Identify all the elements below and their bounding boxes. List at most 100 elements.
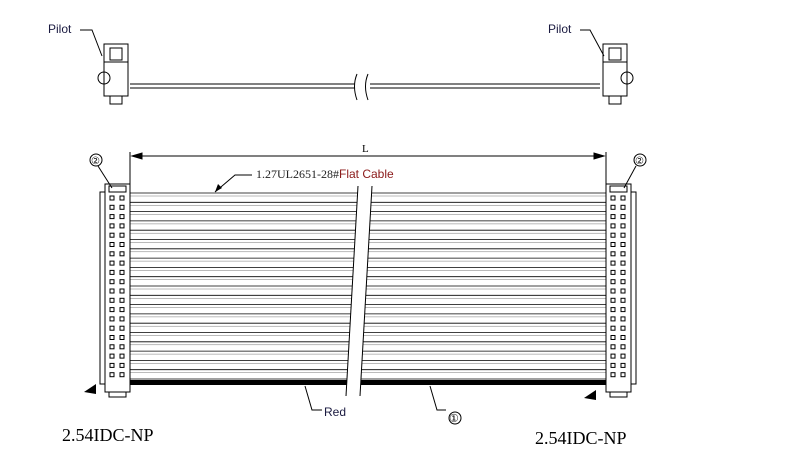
pin [620,260,626,266]
pin [610,269,616,275]
idc-connector-right [605,183,637,398]
pin [119,232,125,238]
pin [119,297,125,303]
pin [119,214,125,220]
pin [109,279,115,285]
pin [119,353,125,359]
pin [109,260,115,266]
pin [119,223,125,229]
pin [109,297,115,303]
pin [109,307,115,313]
pin [610,195,616,201]
pin [620,214,626,220]
cable-name: Flat Cable [339,167,394,181]
pin [610,335,616,340]
pin [610,223,616,229]
pin [620,344,626,350]
break-gap [346,186,372,396]
pin [119,344,125,350]
pin [620,251,626,257]
pin [620,362,626,368]
pin [610,362,616,368]
pin [109,335,115,340]
pin [610,316,616,322]
pin [109,316,115,322]
pin [610,372,616,378]
pin [620,307,626,313]
pin [610,232,616,238]
pin [620,353,626,359]
pin [610,242,616,247]
red-wire-label: Red [324,405,346,419]
callout-1: ① [449,413,459,425]
length-dimension [129,152,607,190]
pin [119,325,125,331]
side-view [80,29,634,105]
break-line [345,185,359,397]
pin [109,223,115,229]
pin [620,195,626,201]
pin [119,204,125,210]
pin [119,242,125,247]
pin [109,269,115,275]
pin [610,279,616,285]
idc-connector-left [99,183,131,398]
pin [610,251,616,257]
red-wire-stripe [130,380,606,385]
pin [610,353,616,359]
pin [620,325,626,331]
pin [119,307,125,313]
pin [119,279,125,285]
pin [620,372,626,378]
pin [620,223,626,229]
pin [610,344,616,350]
pin [109,353,115,359]
pin [620,288,626,294]
callout-2-left: ② [91,156,100,167]
pin [620,232,626,238]
pin [610,297,616,303]
connector-label-right: 2.54IDC-NP [535,428,627,448]
pin [109,344,115,350]
pilot-label-right: Pilot [548,22,572,36]
callout-2-right: ② [635,156,644,167]
pin [119,316,125,322]
break-line [359,185,373,397]
pin [610,288,616,294]
pin [620,335,626,340]
pin [119,288,125,294]
length-label: L [362,143,369,155]
pin [119,195,125,201]
cable-spec: 1.27UL2651-28# [256,167,339,181]
pin [109,372,115,378]
pin [109,251,115,257]
connector-label-left: 2.54IDC-NP [62,425,154,445]
pin [119,269,125,275]
pilot-label-left: Pilot [48,22,72,36]
pin [620,269,626,275]
pin [610,260,616,266]
pin [610,307,616,313]
pin [119,260,125,266]
pin [109,362,115,368]
pin [109,242,115,247]
pin [620,204,626,210]
pin [109,204,115,210]
pin1-marker-right [584,390,596,400]
pin [109,214,115,220]
pin1-marker-left [84,384,96,394]
pin [109,288,115,294]
pin [119,335,125,340]
pin [620,316,626,322]
pin [109,325,115,331]
pin [119,372,125,378]
pin [119,251,125,257]
pin [109,232,115,238]
flat-cable [130,185,606,397]
pin [610,325,616,331]
cable-label: 1.27UL2651-28#Flat Cable [256,167,394,181]
pin [620,242,626,247]
pin [610,204,616,210]
pin [119,362,125,368]
